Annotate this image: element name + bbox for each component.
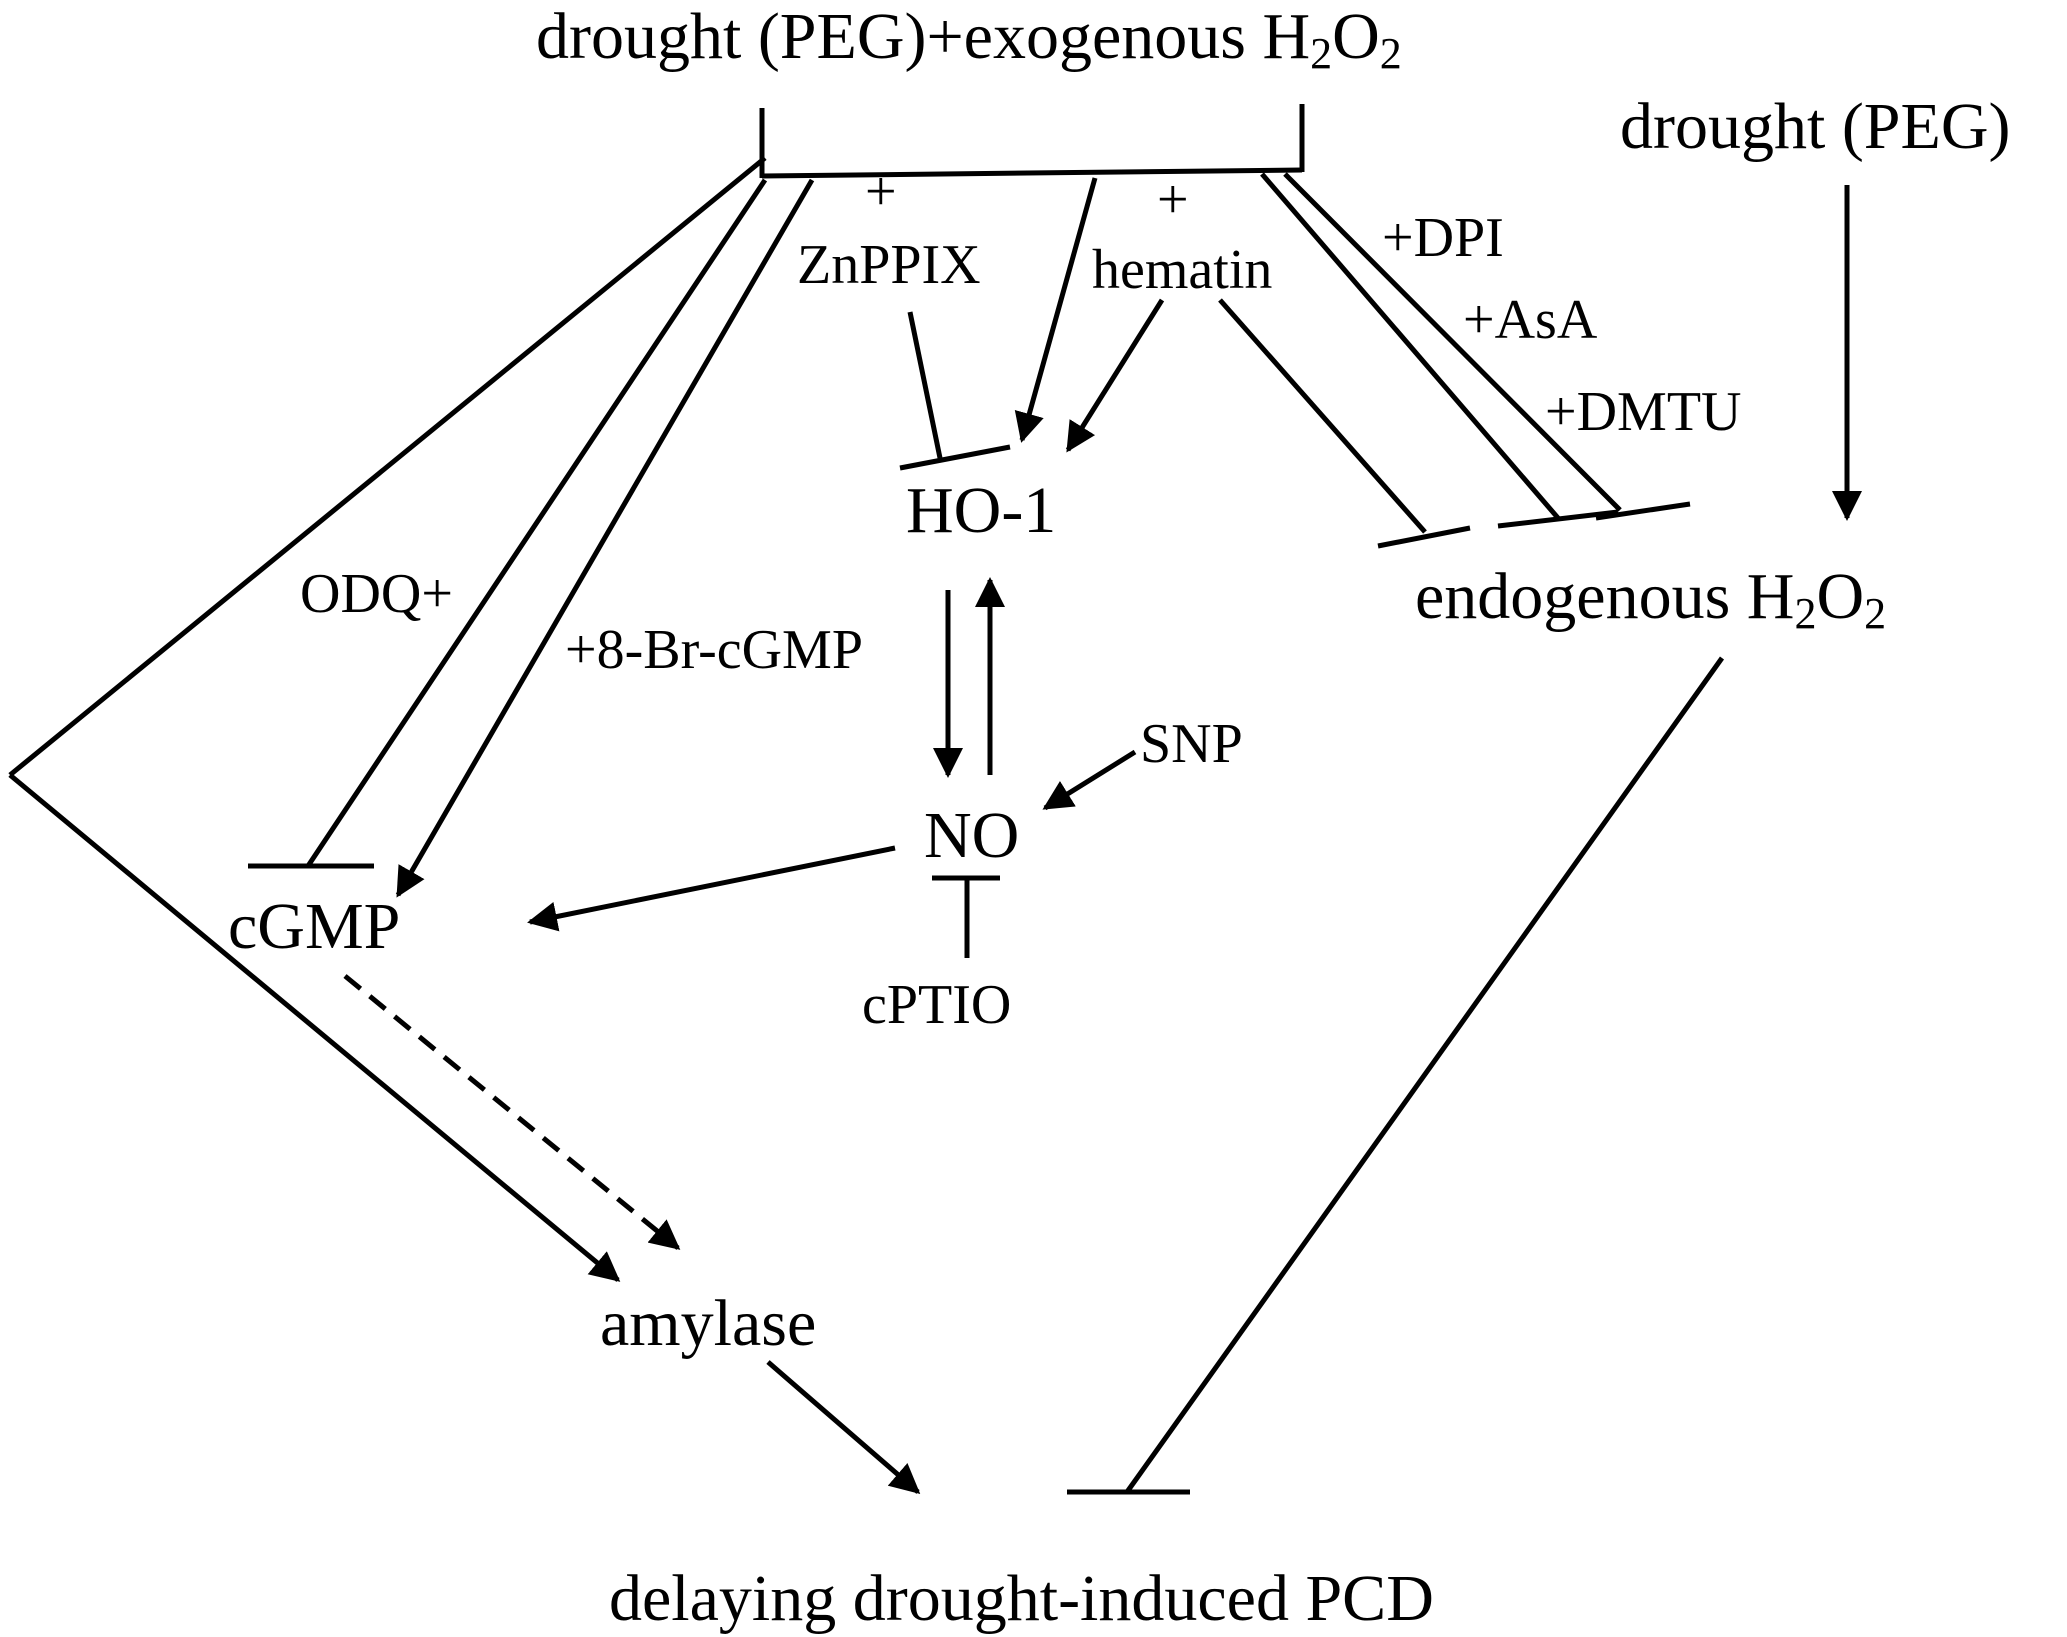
node-endogenous-h2o2: endogenous H2O2 [1415, 560, 1886, 638]
label-plus-znppix: + [865, 161, 897, 223]
line-bracket-to-left-corner [8, 156, 767, 777]
arrow-left-corner-to-amylase [8, 773, 621, 1282]
label-plus-hematin: + [1157, 169, 1189, 231]
arrow-hematin-to-ho1 [1065, 298, 1165, 453]
t-bar-ho1 [899, 444, 1011, 471]
inhibit-hematin-to-h2o2 [1218, 298, 1427, 534]
label-cptio: cPTIO [862, 974, 1011, 1036]
arrow-8-br-cgmp-to-cgmp [395, 178, 815, 898]
inhibit-asa-to-h2o2 [1283, 172, 1622, 512]
arrow-snp-to-no [1042, 749, 1137, 811]
arrow-cgmp-to-amylase-dashed [343, 974, 681, 1250]
label-znppix: ZnPPIX [797, 234, 981, 296]
label-odq: ODQ+ [300, 563, 453, 625]
inhibit-odq-to-cgmp [305, 178, 768, 868]
arrow-no-to-cgmp [527, 845, 896, 932]
inhibit-znppix-to-ho1 [907, 311, 943, 459]
label-hematin: hematin [1092, 239, 1272, 301]
label-snp: SNP [1140, 713, 1243, 775]
label-8-br-cgmp: +8-Br-cGMP [565, 619, 863, 681]
node-ho1: HO-1 [906, 474, 1056, 547]
node-drought-peg: drought (PEG) [1620, 90, 2010, 163]
arrow-amylase-to-pcd [766, 1360, 921, 1494]
node-drought-exogenous-h2o2: drought (PEG)+exogenous H2O2 [536, 0, 1402, 78]
t-bar-h2o2-2 [1497, 509, 1619, 529]
node-no: NO [924, 799, 1019, 872]
node-amylase: amylase [600, 1287, 816, 1360]
arrow-bracket-to-ho1 [1014, 177, 1098, 443]
inhibit-h2o2-to-pcd [1124, 656, 1725, 1494]
label-asa: +AsA [1463, 289, 1598, 351]
label-dpi: +DPI [1382, 207, 1504, 269]
t-bar-h2o2-1 [1377, 525, 1471, 549]
inhibit-dpi-to-h2o2 [1260, 172, 1560, 520]
node-delaying-pcd: delaying drought-induced PCD [609, 1562, 1434, 1635]
t-bar-h2o2-3 [1595, 501, 1691, 521]
label-dmtu: +DMTU [1545, 381, 1741, 443]
top-bracket [759, 104, 1305, 179]
node-cgmp: cGMP [228, 890, 400, 963]
